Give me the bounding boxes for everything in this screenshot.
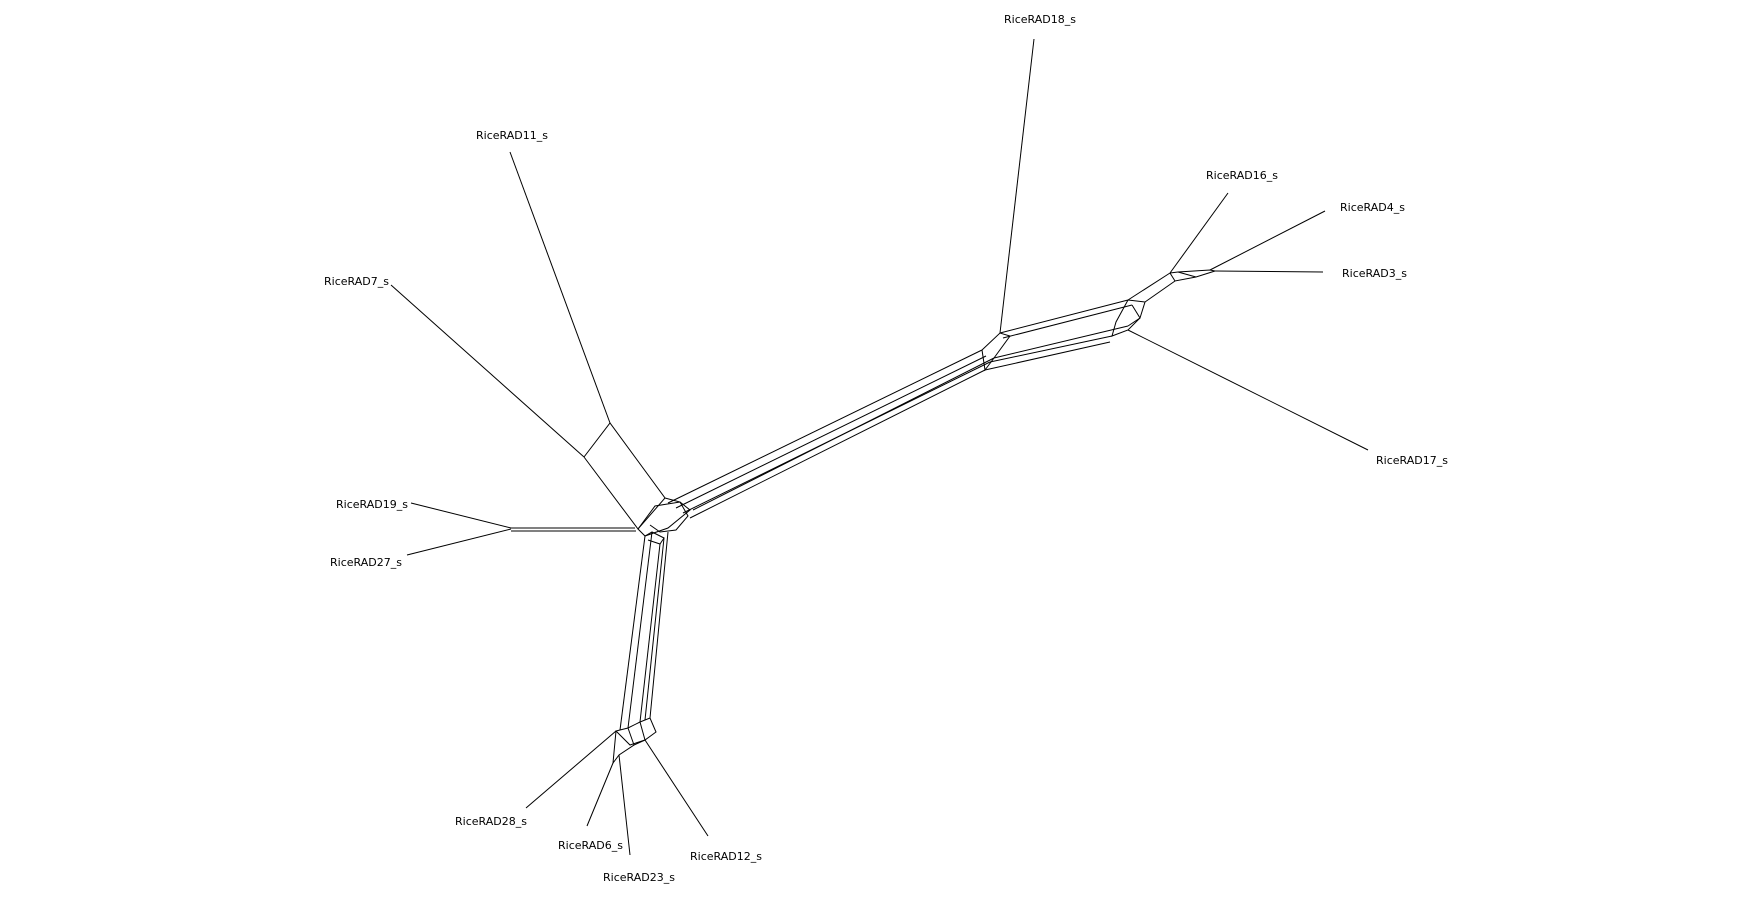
- trunk-ne-1: [667, 349, 983, 504]
- edge-riceRAD3: [1214, 270, 1324, 273]
- joint-ne-trunk-3: [993, 325, 1129, 359]
- trunk-s-4: [644, 537, 665, 721]
- taxon-label-riceRAD28: RiceRAD28_s: [455, 815, 527, 828]
- joint-ne-trunk-2: [1002, 304, 1133, 339]
- taxon-label-riceRAD12: RiceRAD12_s: [690, 850, 762, 863]
- joint-ne-trunk-4: [989, 335, 1113, 363]
- taxon-label-riceRAD16: RiceRAD16_s: [1206, 169, 1278, 182]
- edge-riceRAD12: [644, 739, 709, 837]
- edge-riceRAD16: [1169, 192, 1229, 274]
- knot-s-2: [612, 727, 635, 765]
- taxon-label-riceRAD19: RiceRAD19_s: [336, 498, 408, 511]
- knot-s-4: [639, 721, 646, 741]
- knot-ne-upper: [1169, 269, 1216, 282]
- joint-ne-trunk-5: [984, 341, 1111, 371]
- taxon-label-riceRAD27: RiceRAD27_s: [330, 556, 402, 569]
- taxon-label-riceRAD6: RiceRAD6_s: [558, 839, 623, 852]
- taxon-label-riceRAD4: RiceRAD4_s: [1340, 201, 1405, 214]
- trunk-s-5: [649, 531, 669, 719]
- trunk-s-2: [627, 531, 653, 729]
- taxon-label-riceRAD17: RiceRAD17_s: [1376, 454, 1448, 467]
- joint-ne-1: [981, 332, 1011, 372]
- taxon-label-riceRAD18: RiceRAD18_s: [1004, 13, 1076, 26]
- knot-ne-2: [1127, 304, 1141, 327]
- edge-riceRAD11: [509, 151, 611, 424]
- edge-riceRAD19: [410, 502, 512, 529]
- knot-centre-3: [644, 531, 665, 545]
- trunk-s-3: [639, 543, 661, 723]
- trunk-ne-2: [675, 355, 987, 509]
- edge-riceRAD28: [525, 730, 617, 809]
- edge-riceRAD23: [618, 754, 631, 856]
- edge-riceRAD4: [1209, 210, 1326, 271]
- branch-ne-upper-3: [1177, 271, 1197, 278]
- knot-s: [615, 717, 657, 746]
- knot-centre-2: [649, 497, 689, 533]
- branch-ne-upper-2: [1144, 280, 1176, 303]
- taxon-label-riceRAD23: RiceRAD23_s: [603, 871, 675, 884]
- edge-riceRAD27: [406, 528, 512, 556]
- edge-riceRAD17: [1127, 329, 1369, 451]
- taxon-label-riceRAD11: RiceRAD11_s: [476, 129, 548, 142]
- trunk-ne-5: [692, 357, 995, 511]
- joint-ne-trunk-1: [999, 299, 1129, 334]
- knot-centre-1: [637, 501, 691, 537]
- taxon-label-riceRAD7: RiceRAD7_s: [324, 275, 389, 288]
- box-rad7-rad11: [583, 422, 666, 530]
- edge-riceRAD6: [586, 762, 614, 827]
- edge-riceRAD18: [999, 38, 1035, 334]
- branch-ne-upper-1: [1127, 272, 1171, 301]
- trunk-s-1: [619, 535, 646, 731]
- trunk-ne-4: [689, 369, 986, 519]
- taxon-label-riceRAD3: RiceRAD3_s: [1342, 267, 1407, 280]
- edge-riceRAD7: [390, 284, 585, 458]
- knot-s-3: [633, 739, 646, 746]
